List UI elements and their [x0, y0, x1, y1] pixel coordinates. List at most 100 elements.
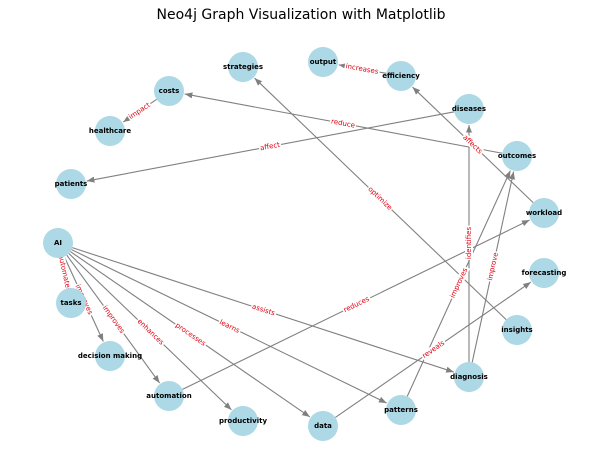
node-strategies: strategies	[223, 52, 263, 82]
edge-label: impact	[127, 101, 152, 121]
edge-label: reduce	[330, 117, 355, 129]
edge-label: assists	[251, 303, 276, 318]
node-ai: AI	[43, 228, 73, 258]
node-circle	[228, 406, 258, 436]
node-output: output	[308, 47, 338, 77]
node-label: productivity	[219, 417, 267, 425]
node-label: automation	[146, 392, 191, 400]
node-insights: insights	[501, 315, 533, 345]
edge-label: reveals	[421, 339, 447, 360]
edge-label: improve	[486, 252, 500, 282]
node-label: workload	[526, 209, 562, 217]
edge-label-background	[329, 117, 357, 130]
edge-label-group: reduces	[341, 294, 372, 315]
node-circle	[95, 341, 125, 371]
node-label: costs	[159, 87, 180, 95]
node-label: output	[310, 58, 337, 66]
node-tasks: tasks	[56, 288, 86, 318]
node-label: strategies	[223, 63, 263, 71]
edge-label: increases	[345, 62, 379, 76]
nodes-layer: strategies output efficiency costs diseases h…	[43, 47, 566, 441]
edge-label-group: affects	[460, 132, 485, 157]
node-label: insights	[501, 326, 532, 334]
node-data: data	[308, 411, 338, 441]
edge-label-group: improves	[100, 303, 128, 337]
node-circle	[454, 362, 484, 392]
node-label: AI	[54, 239, 62, 247]
edge-label-group: optimize	[365, 184, 395, 213]
node-label: patterns	[384, 406, 418, 414]
edge-label-background	[460, 132, 485, 157]
node-diagnosis: diagnosis	[450, 362, 488, 392]
edge-label: improves	[101, 304, 127, 335]
edge-label-group: assists	[250, 302, 278, 318]
node-label: patients	[55, 180, 88, 188]
edge-label-background	[448, 265, 470, 301]
edge-label-background	[173, 320, 209, 349]
edge-label-background	[126, 100, 153, 122]
edge-label-group: improve	[485, 250, 501, 283]
edge-label-group: learns	[217, 317, 243, 336]
node-label: data	[314, 422, 332, 430]
node-circle	[454, 94, 484, 124]
node-circle	[529, 198, 559, 228]
node-circle	[308, 411, 338, 441]
node-label: diagnosis	[450, 373, 488, 381]
edge-label: learns	[218, 318, 241, 335]
node-label: forecasting	[522, 269, 567, 277]
edge-label: identifies	[465, 227, 473, 260]
edge-label-group: reveals	[419, 338, 448, 361]
node-label: efficiency	[382, 72, 420, 80]
node-outcomes: outcomes	[498, 141, 536, 171]
edge-label-group: improves	[448, 265, 470, 301]
edge-label: affect	[259, 141, 280, 153]
node-label: decision making	[78, 352, 142, 360]
node-costs: costs	[154, 76, 184, 106]
node-circle	[386, 395, 416, 425]
node-efficiency: efficiency	[382, 61, 420, 91]
node-circle	[308, 47, 338, 77]
node-circle	[154, 381, 184, 411]
edge-label: affects	[461, 133, 484, 155]
edge-label: optimize	[366, 185, 393, 212]
node-circle	[95, 116, 125, 146]
edge-label-background	[217, 317, 243, 336]
figure-title: Neo4j Graph Visualization with Matplotli…	[157, 7, 446, 23]
node-productivity: productivity	[219, 406, 267, 436]
edge-label-group: identifies	[465, 225, 473, 261]
edge-label-group: processes	[173, 320, 209, 349]
node-circle	[43, 228, 73, 258]
node-decision-making: decision making	[78, 341, 142, 371]
node-circle	[154, 76, 184, 106]
node-circle	[56, 169, 86, 199]
edge-label-background	[341, 294, 372, 315]
edge-label-group: affect	[258, 140, 282, 153]
edge-label-background	[100, 303, 128, 337]
node-diseases: diseases	[452, 94, 486, 124]
edge-label-background	[134, 316, 167, 348]
edge-label-background	[485, 250, 501, 283]
edge-label-group: reduce	[329, 117, 357, 130]
node-workload: workload	[526, 198, 562, 228]
edge-label-group: increases	[343, 61, 381, 77]
edge-label: enhances	[136, 317, 166, 346]
edge-label-background	[343, 61, 381, 77]
node-patterns: patterns	[384, 395, 418, 425]
edge-label-background	[258, 140, 282, 153]
node-label: tasks	[60, 299, 81, 307]
edge-label-background	[56, 252, 73, 294]
node-label: diseases	[452, 105, 486, 113]
node-circle	[502, 315, 532, 345]
node-patients: patients	[55, 169, 88, 199]
edge-label-group: enhances	[134, 316, 167, 348]
node-circle	[228, 52, 258, 82]
node-healthcare: healthcare	[89, 116, 132, 146]
edge-label-background	[465, 225, 473, 261]
node-circle	[386, 61, 416, 91]
edge-label-background	[365, 184, 395, 213]
node-circle	[56, 288, 86, 318]
edge-label-background	[419, 338, 448, 361]
node-label: healthcare	[89, 127, 132, 135]
edge-label: improves	[449, 266, 470, 299]
